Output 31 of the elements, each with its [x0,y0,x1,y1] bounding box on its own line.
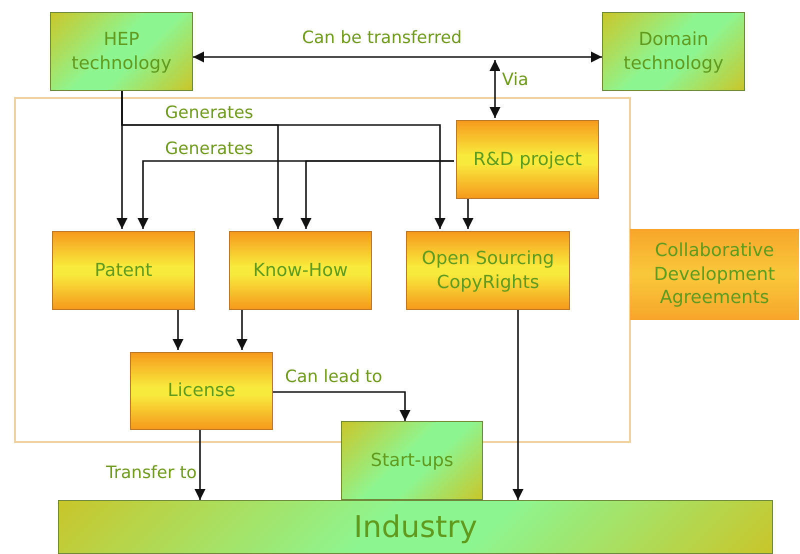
group-frame [14,97,631,443]
process-box [229,231,372,310]
node-label: R&D project [472,148,583,172]
process-box [406,231,570,310]
node-label: Patent [94,258,154,282]
arrow [121,91,446,229]
process-box [50,12,193,91]
node-label: HEP technology [70,28,172,75]
node-label: Start-ups [370,448,454,472]
node-label: Domain technology [622,28,724,75]
arrow [462,197,474,229]
process-box [58,500,773,554]
process-box [130,352,273,430]
node-label: Industry [352,508,478,546]
process-box [52,231,195,310]
arrow [236,308,248,350]
node-label: Collaborative Development Agreements [652,239,776,310]
process-box [602,12,745,91]
arrow [489,60,501,118]
arrow [300,160,454,229]
node-label: Know-How [252,258,349,282]
process-box [630,229,799,320]
node-label: Open Sourcing CopyRights [420,247,556,294]
arrow [512,308,524,500]
arrow [194,428,206,500]
process-box [456,120,599,199]
arrow [271,391,411,421]
arrow [193,51,602,63]
node-label: License [166,379,236,403]
arrow [172,308,184,350]
process-box [341,421,483,500]
